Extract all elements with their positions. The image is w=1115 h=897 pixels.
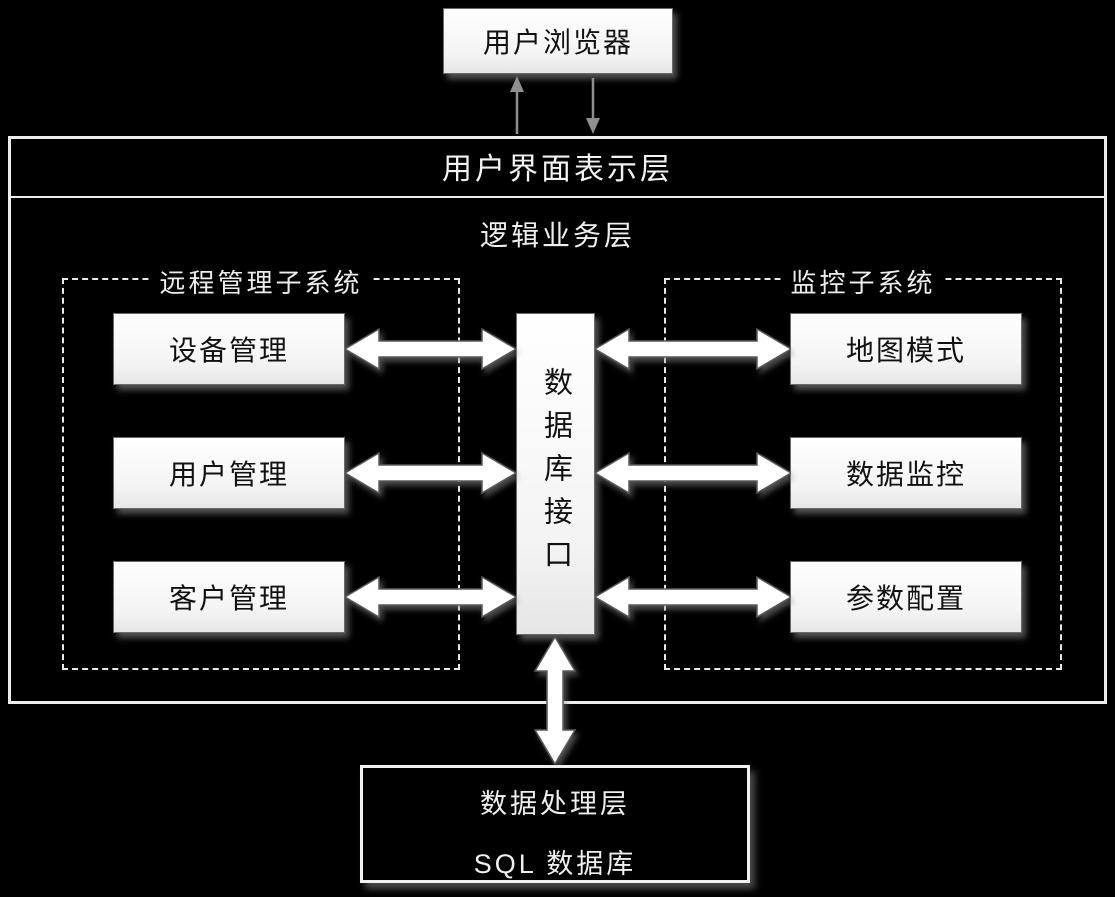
sql-database-label: SQL 数据库 [473,849,637,879]
module-device-management: 设备管理 [113,313,345,385]
module-parameter-config: 参数配置 [790,561,1022,633]
arrow-db-datalayer-icon [533,637,577,764]
arrow-db-map-icon [595,327,791,371]
monitor-subsystem-title: 监控子系统 [780,263,946,300]
module-label: 参数配置 [845,583,966,614]
database-interface-box: 数据库接口 [516,313,595,635]
arrow-db-params-icon [595,575,791,619]
ui-presentation-layer-band: 用户界面表示层 [8,136,1107,198]
module-label: 数据监控 [845,459,966,490]
module-label: 客户管理 [168,583,289,614]
management-subsystem-box: 远程管理子系统 [62,263,460,670]
module-map-mode: 地图模式 [790,313,1022,385]
database-interface-label: 数据库接口 [539,366,572,582]
module-label: 地图模式 [845,335,966,366]
module-label: 用户管理 [168,459,289,490]
arrow-user-db-icon [345,451,516,495]
arrow-device-db-icon [345,327,516,371]
arrow-db-monitor-icon [595,451,791,495]
module-label: 设备管理 [168,335,289,366]
data-layer-title: 数据处理层 [480,789,630,819]
browser-box: 用户浏览器 [443,8,673,74]
browser-label: 用户浏览器 [482,27,633,58]
module-user-management: 用户管理 [113,437,345,509]
data-processing-layer-box: 数据处理层 SQL 数据库 [360,765,750,883]
logic-layer-label: 逻辑业务层 [479,220,635,251]
module-customer-management: 客户管理 [113,561,345,633]
arrow-up-to-browser-icon [510,76,524,134]
management-subsystem-title: 远程管理子系统 [149,263,373,300]
arrow-customer-db-icon [345,575,516,619]
module-data-monitor: 数据监控 [790,437,1022,509]
ui-layer-label: 用户界面表示层 [442,153,673,186]
arrow-down-to-ui-layer-icon [586,78,600,134]
